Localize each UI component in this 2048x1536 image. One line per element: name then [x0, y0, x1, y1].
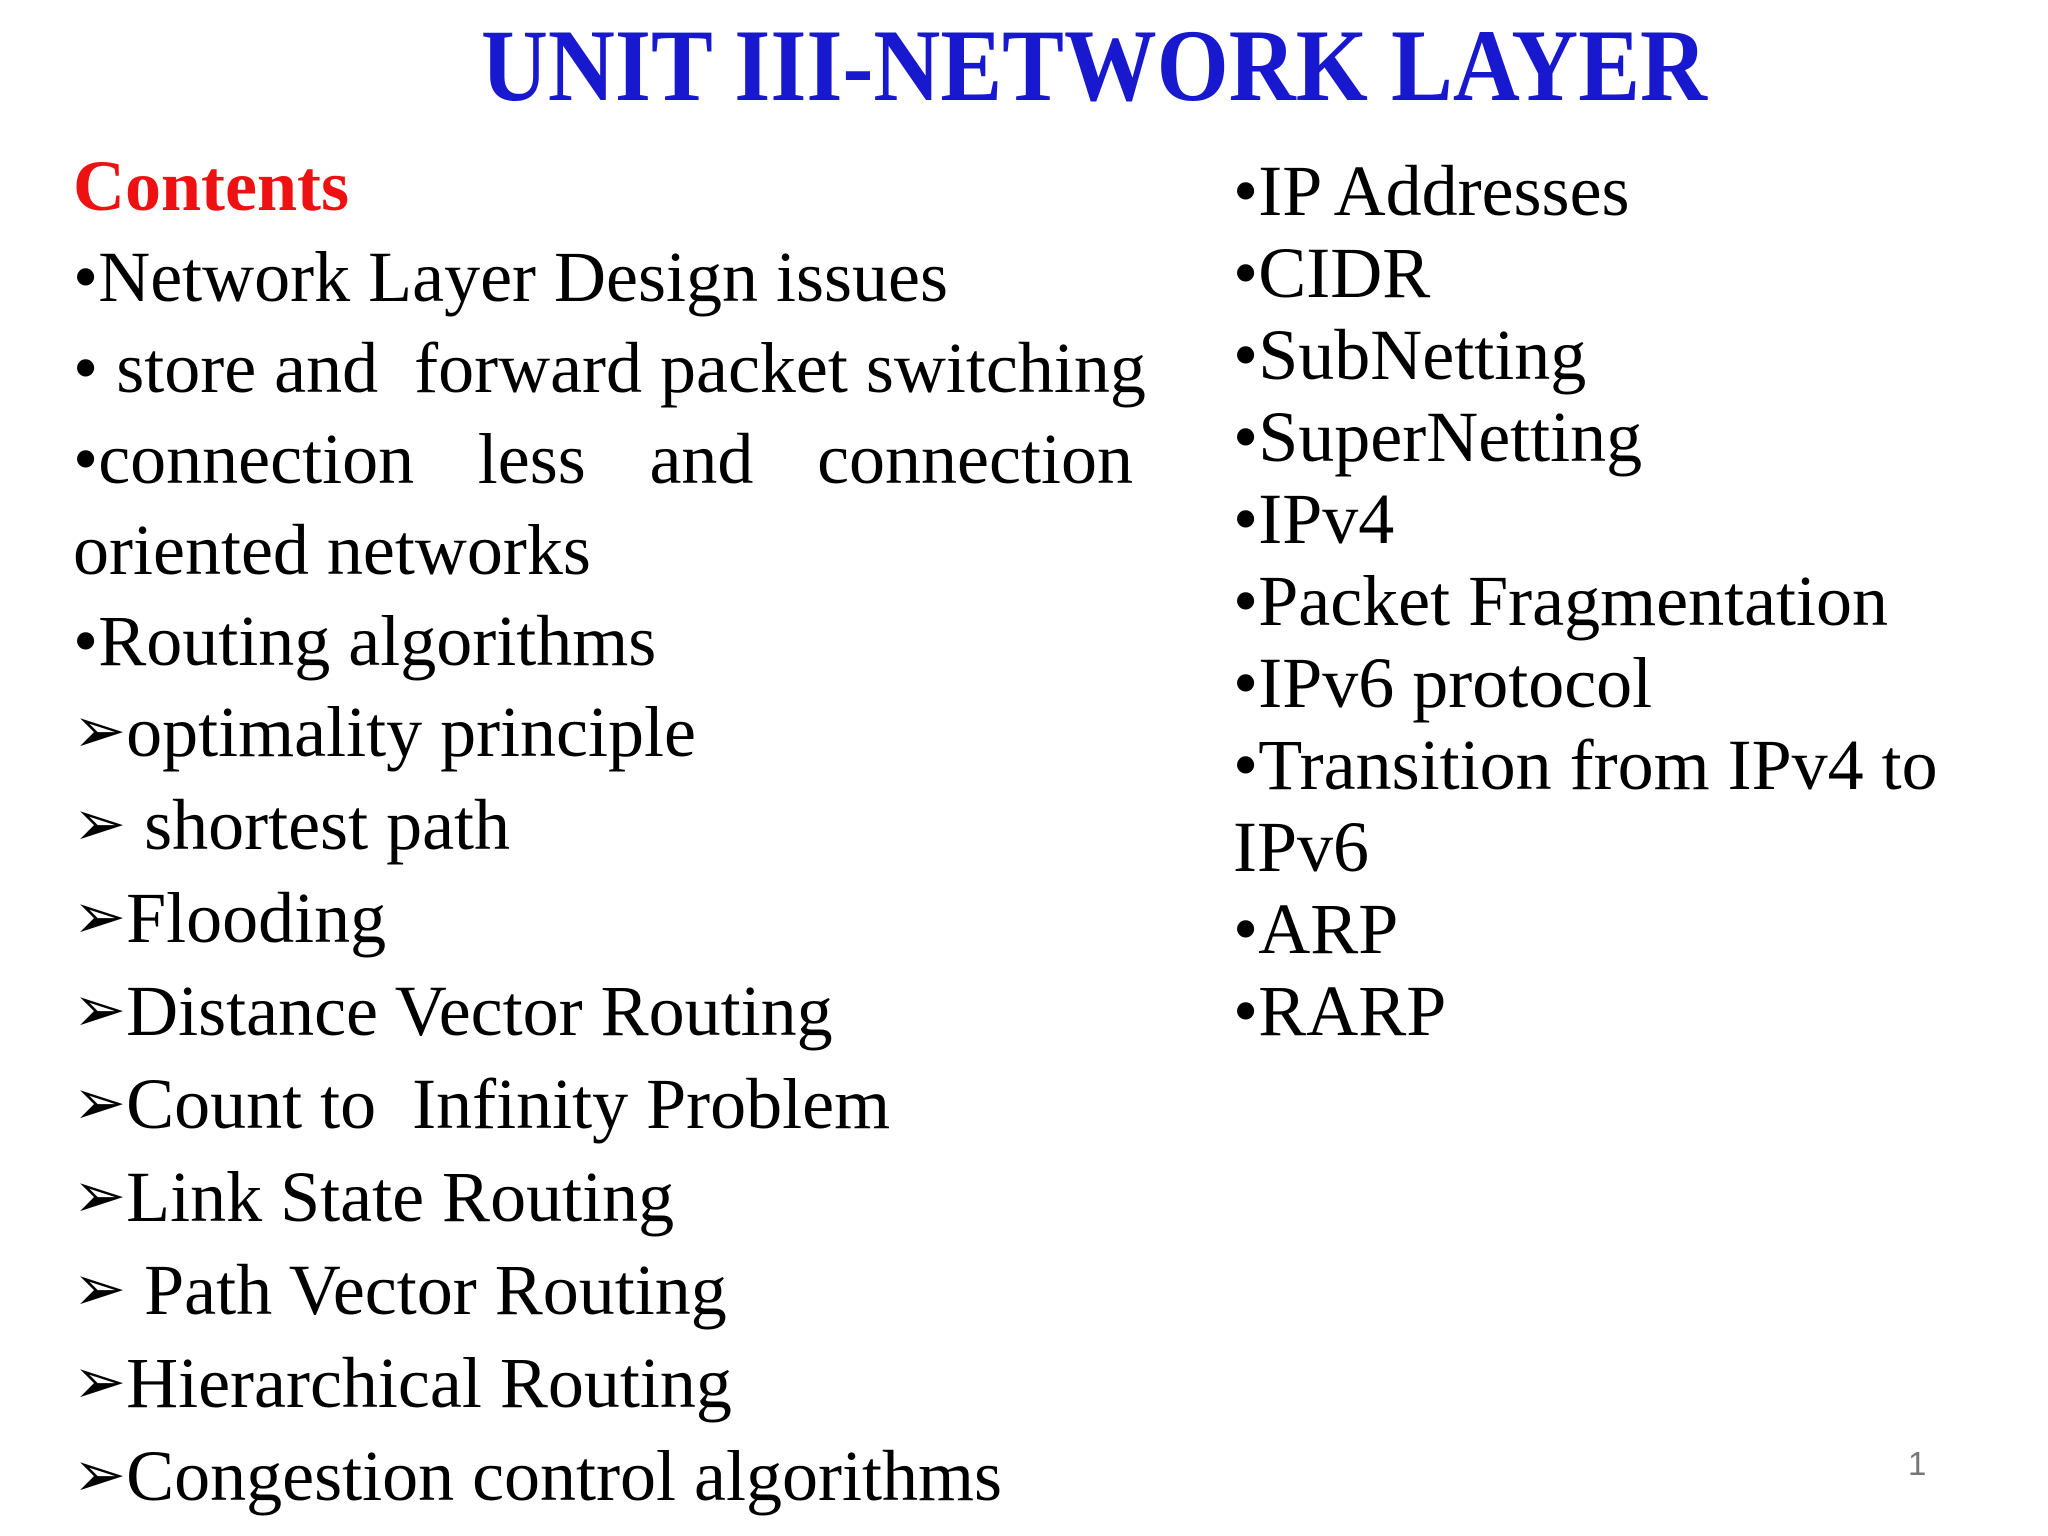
- justified-word-group: •connection: [73, 414, 414, 505]
- bullet-dot-icon: •: [1233, 725, 1259, 805]
- list-item-text: Hierarchical Routing: [126, 1343, 732, 1423]
- list-item-text: Link State Routing: [126, 1157, 675, 1237]
- list-item: •IPv6 protocol: [1233, 642, 2033, 724]
- list-item-text: ARP: [1258, 889, 1399, 969]
- list-item: •SuperNetting: [1233, 396, 2033, 478]
- bullet-dot-icon: •: [1233, 233, 1259, 313]
- list-item-text: store and forward packet switching: [98, 328, 1146, 408]
- bullet-dot-icon: •: [1233, 397, 1259, 477]
- bullet-arrow-icon: ➢: [73, 971, 127, 1046]
- list-item: •IP Addresses: [1233, 150, 2033, 232]
- list-item: •IPv4: [1233, 478, 2033, 560]
- list-item-text: Path Vector Routing: [126, 1250, 727, 1330]
- list-item: •Routing algorithms: [73, 596, 1133, 687]
- bullet-arrow-icon: ➢: [73, 785, 127, 860]
- bullet-arrow-icon: ➢: [73, 1157, 127, 1232]
- topics-column: •IP Addresses •CIDR •SubNetting •SuperNe…: [1233, 150, 2033, 1052]
- bullet-arrow-icon: ➢: [73, 878, 127, 953]
- list-item-text: Routing algorithms: [98, 601, 657, 681]
- list-item-text: oriented networks: [73, 510, 591, 590]
- list-item-text: Flooding: [126, 878, 387, 958]
- list-item-text: Congestion control algorithms: [126, 1436, 1003, 1516]
- list-item-text: connection: [98, 419, 415, 499]
- list-item-text: SubNetting: [1258, 315, 1587, 395]
- list-item: ➢ shortest path: [73, 780, 1133, 873]
- bullet-dot-icon: •: [1233, 315, 1259, 395]
- list-item-text: IP Addresses: [1258, 151, 1630, 231]
- list-item-text: Network Layer Design issues: [98, 237, 949, 317]
- list-item-text: shortest path: [126, 785, 511, 865]
- list-item-wrap-line: IPv6: [1233, 806, 2033, 888]
- list-item-text: Count to Infinity Problem: [126, 1064, 891, 1144]
- bullet-dot-icon: •: [73, 237, 99, 317]
- contents-heading: Contents: [73, 146, 350, 226]
- list-item: •Network Layer Design issues: [73, 232, 1133, 323]
- list-item: •SubNetting: [1233, 314, 2033, 396]
- list-item: ➢ Path Vector Routing: [73, 1245, 1133, 1338]
- list-item: • store and forward packet switching: [73, 323, 1146, 414]
- justified-word: connection: [817, 419, 1133, 499]
- list-item-text: SuperNetting: [1258, 397, 1643, 477]
- slide-number: 1: [1908, 1445, 1927, 1482]
- list-item: ➢optimality principle: [73, 687, 1133, 780]
- list-item: ➢Distance Vector Routing: [73, 966, 1133, 1059]
- list-item-text: RARP: [1258, 971, 1447, 1051]
- list-item: •Transition from IPv4 to: [1233, 724, 2033, 806]
- list-item-text: IPv4: [1258, 479, 1395, 559]
- bullet-arrow-icon: ➢: [73, 692, 127, 767]
- bullet-dot-icon: •: [1233, 561, 1259, 641]
- justified-word: and: [649, 419, 754, 499]
- list-item-text: Transition from IPv4 to: [1258, 725, 1938, 805]
- list-item-text: Packet Fragmentation: [1258, 561, 1889, 641]
- bullet-dot-icon: •: [1233, 479, 1259, 559]
- bullet-arrow-icon: ➢: [73, 1250, 127, 1325]
- contents-column: Contents •Network Layer Design issues • …: [73, 141, 1146, 1524]
- list-item: ➢Link State Routing: [73, 1152, 1133, 1245]
- bullet-arrow-icon: ➢: [73, 1343, 127, 1418]
- list-item: ➢Flooding: [73, 873, 1133, 966]
- list-item: •ARP: [1233, 888, 2033, 970]
- list-item: •Packet Fragmentation: [1233, 560, 2033, 642]
- bullet-dot-icon: •: [73, 328, 99, 408]
- slide-title: UNIT III-NETWORK LAYER: [480, 9, 1708, 123]
- list-item-text: IPv6: [1233, 807, 1370, 887]
- list-item-text: IPv6 protocol: [1258, 643, 1653, 723]
- bullet-arrow-icon: ➢: [73, 1064, 127, 1139]
- list-item: •RARP: [1233, 970, 2033, 1052]
- bullet-dot-icon: •: [1233, 889, 1259, 969]
- list-item: •CIDR: [1233, 232, 2033, 314]
- bullet-dot-icon: •: [1233, 971, 1259, 1051]
- list-item: ➢Congestion control algorithms: [73, 1431, 1133, 1524]
- list-item: ➢Hierarchical Routing: [73, 1338, 1133, 1431]
- list-item-text: CIDR: [1258, 233, 1431, 313]
- bullet-dot-icon: •: [1233, 151, 1259, 231]
- list-item-text: optimality principle: [126, 692, 696, 772]
- bullet-arrow-icon: ➢: [73, 1436, 127, 1511]
- justified-word: less: [477, 419, 586, 499]
- list-item: •connection less and connection: [73, 414, 1133, 505]
- bullet-dot-icon: •: [73, 601, 99, 681]
- list-item-wrap-line: oriented networks: [73, 505, 1133, 596]
- list-item: ➢Count to Infinity Problem: [73, 1059, 1133, 1152]
- list-item-text: Distance Vector Routing: [126, 971, 833, 1051]
- bullet-dot-icon: •: [73, 419, 99, 499]
- bullet-dot-icon: •: [1233, 643, 1259, 723]
